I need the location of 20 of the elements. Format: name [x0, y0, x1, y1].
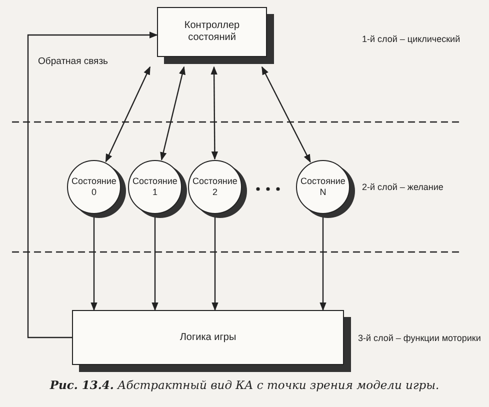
arrow	[27, 32, 158, 338]
arrow	[212, 216, 218, 311]
node-text: Контроллер состояний	[183, 20, 241, 44]
arrow	[160, 66, 186, 161]
arrow	[261, 66, 311, 163]
node-text: Состояние 0	[70, 176, 118, 198]
arrow	[90, 216, 98, 311]
node-text: Состояние 1	[132, 176, 178, 198]
layer-label: 3-й слой – функции моторики	[358, 333, 481, 343]
edge-label: Обратная связь	[38, 56, 108, 67]
arrow	[105, 66, 151, 162]
node-text: Логика игры	[180, 332, 236, 344]
caption: Рис. 13.4. Абстрактный вид КА с точки зрения модели игры.	[48, 378, 440, 392]
arrow	[210, 66, 218, 160]
layer-label: 1-й слой – циклический	[362, 34, 460, 44]
node-text: Состояние 2	[192, 176, 238, 198]
arrow	[320, 216, 326, 311]
node-text: Состояние N	[300, 176, 346, 198]
layer-label: 2-й слой – желание	[362, 182, 444, 192]
arrow	[152, 216, 158, 311]
